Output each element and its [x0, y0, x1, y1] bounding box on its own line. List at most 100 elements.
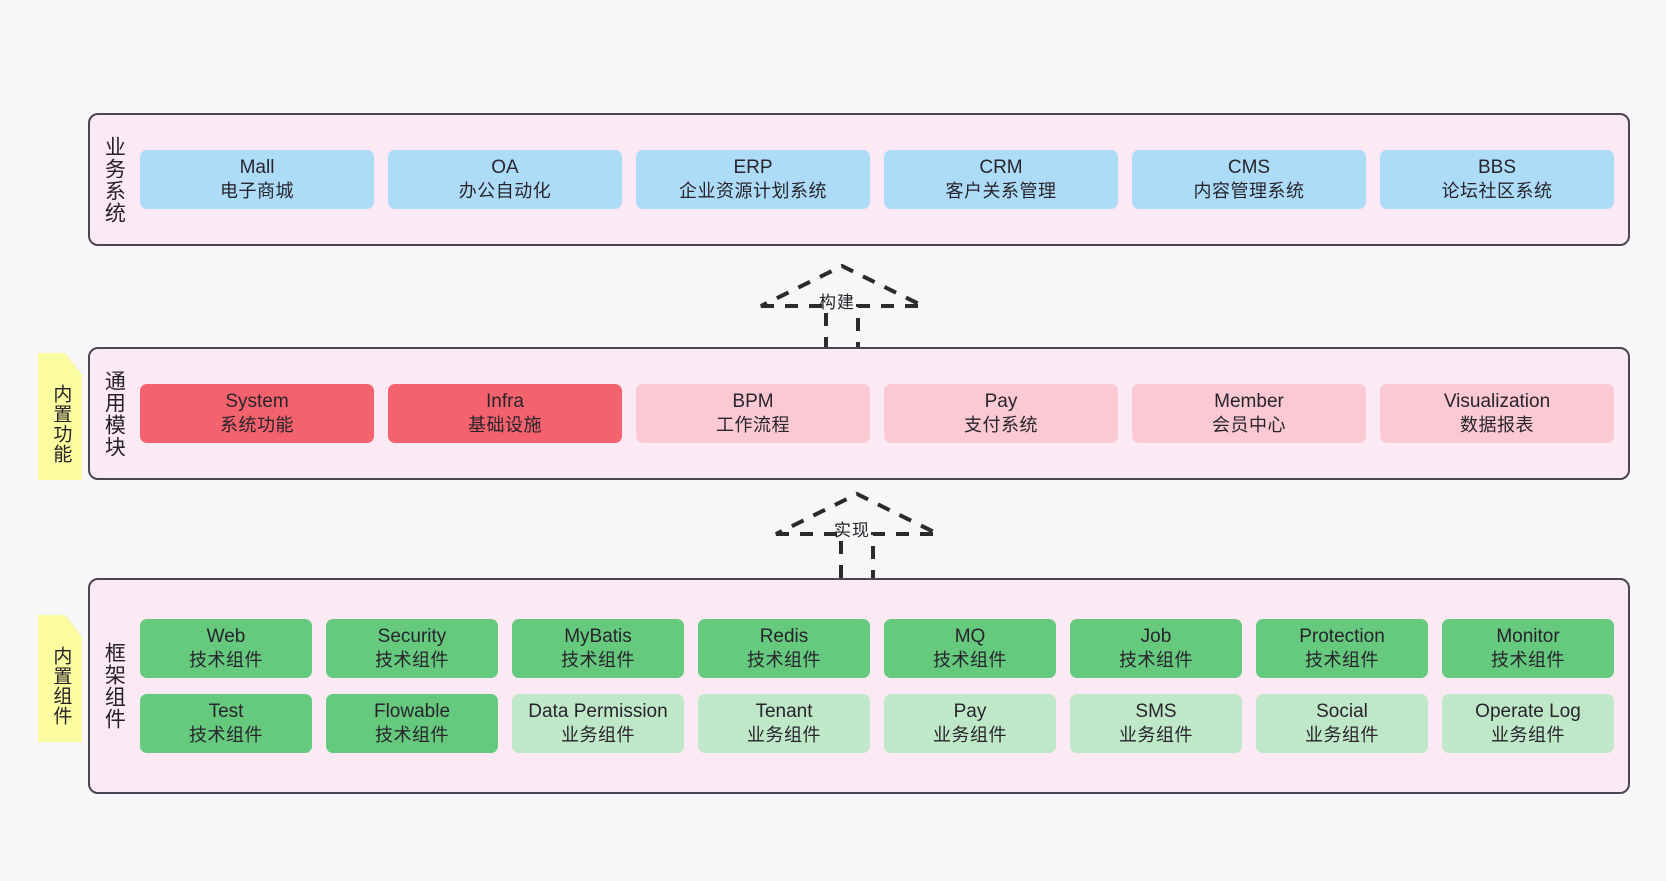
- card-title-en: CRM: [979, 157, 1023, 179]
- card-title-cn: 会员中心: [1212, 415, 1286, 436]
- card-title-cn: 技术组件: [747, 650, 821, 671]
- card-title-en: CMS: [1227, 157, 1271, 179]
- card-title-cn: 技术组件: [375, 724, 449, 745]
- card-title-en: Web: [206, 626, 246, 648]
- card-infra[interactable]: Infra 基础设施: [388, 384, 622, 443]
- layer-body-framework-component: Web 技术组件 Security 技术组件 MyBatis 技术组件 Redi…: [136, 580, 1628, 792]
- card-oa[interactable]: OA 办公自动化: [388, 150, 622, 209]
- card-pay[interactable]: Pay 支付系统: [884, 384, 1118, 443]
- card-title-en: Job: [1140, 626, 1172, 648]
- layer-body-business-system: Mall 电子商城 OA 办公自动化 ERP 企业资源计划系统 CRM 客户关系…: [136, 115, 1628, 244]
- card-member[interactable]: Member 会员中心: [1132, 384, 1366, 443]
- card-job[interactable]: Job 技术组件: [1070, 619, 1242, 678]
- card-title-cn: 办公自动化: [458, 181, 552, 202]
- card-security[interactable]: Security 技术组件: [326, 619, 498, 678]
- card-title-en: OA: [491, 157, 519, 179]
- card-monitor[interactable]: Monitor 技术组件: [1442, 619, 1614, 678]
- card-social[interactable]: Social 业务组件: [1256, 694, 1428, 753]
- card-title-cn: 工作流程: [716, 415, 790, 436]
- card-mybatis[interactable]: MyBatis 技术组件: [512, 619, 684, 678]
- card-title-cn: 技术组件: [1119, 650, 1193, 671]
- card-title-en: Protection: [1299, 626, 1385, 648]
- card-row: Test 技术组件 Flowable 技术组件 Data Permission …: [140, 694, 1614, 753]
- dashed-hollow-arrow-up-icon: [760, 263, 924, 356]
- card-title-en: Tenant: [755, 701, 813, 722]
- card-title-en: MyBatis: [564, 626, 632, 648]
- card-visualization[interactable]: Visualization 数据报表: [1380, 384, 1614, 443]
- note-fold-corner-icon: [65, 353, 82, 375]
- card-title-cn: 技术组件: [189, 650, 263, 671]
- card-erp[interactable]: ERP 企业资源计划系统: [636, 150, 870, 209]
- card-title-en: SMS: [1135, 701, 1177, 722]
- card-redis[interactable]: Redis 技术组件: [698, 619, 870, 678]
- card-test[interactable]: Test 技术组件: [140, 694, 312, 753]
- card-title-cn: 业务组件: [747, 724, 821, 745]
- card-title-en: BPM: [732, 391, 774, 413]
- card-title-cn: 技术组件: [189, 724, 263, 745]
- card-mq[interactable]: MQ 技术组件: [884, 619, 1056, 678]
- card-title-cn: 业务组件: [1119, 724, 1193, 745]
- card-title-en: Test: [208, 701, 244, 722]
- connector-build: 构建: [757, 262, 927, 358]
- card-operate-log[interactable]: Operate Log 业务组件: [1442, 694, 1614, 753]
- card-bpm[interactable]: BPM 工作流程: [636, 384, 870, 443]
- card-mall[interactable]: Mall 电子商城: [140, 150, 374, 209]
- card-title-en: BBS: [1477, 157, 1517, 179]
- layer-common-module: 通用模块 System 系统功能 Infra 基础设施 BPM 工作流程 Pay…: [88, 347, 1630, 480]
- card-web[interactable]: Web 技术组件: [140, 619, 312, 678]
- card-row: System 系统功能 Infra 基础设施 BPM 工作流程 Pay 支付系统…: [140, 384, 1614, 443]
- card-title-en: Infra: [485, 391, 525, 413]
- card-title-cn: 技术组件: [561, 650, 635, 671]
- card-bbs[interactable]: BBS 论坛社区系统: [1380, 150, 1614, 209]
- card-title-cn: 业务组件: [561, 724, 635, 745]
- card-title-en: System: [225, 391, 289, 413]
- card-data-permission[interactable]: Data Permission 业务组件: [512, 694, 684, 753]
- note-label: 内置组件: [50, 645, 72, 726]
- card-title-cn: 业务组件: [933, 724, 1007, 745]
- card-title-en: Monitor: [1496, 626, 1560, 648]
- layer-framework-component: 框架组件 Web 技术组件 Security 技术组件 MyBatis 技术组件…: [88, 578, 1630, 794]
- card-title-en: Flowable: [373, 701, 451, 722]
- card-flowable[interactable]: Flowable 技术组件: [326, 694, 498, 753]
- card-system[interactable]: System 系统功能: [140, 384, 374, 443]
- card-title-cn: 支付系统: [964, 415, 1038, 436]
- card-title-en: Operate Log: [1475, 701, 1581, 722]
- card-title-en: MQ: [954, 626, 986, 648]
- connector-build-label: 构建: [819, 293, 855, 312]
- card-title-cn: 数据报表: [1460, 415, 1534, 436]
- card-sms[interactable]: SMS 业务组件: [1070, 694, 1242, 753]
- card-title-en: Security: [377, 626, 447, 648]
- card-title-cn: 论坛社区系统: [1441, 181, 1553, 202]
- connector-implement-label: 实现: [834, 521, 870, 540]
- card-title-cn: 技术组件: [375, 650, 449, 671]
- note-builtin-component: 内置组件: [38, 615, 82, 742]
- card-tenant[interactable]: Tenant 业务组件: [698, 694, 870, 753]
- card-row: Mall 电子商城 OA 办公自动化 ERP 企业资源计划系统 CRM 客户关系…: [140, 150, 1614, 209]
- card-row: Web 技术组件 Security 技术组件 MyBatis 技术组件 Redi…: [140, 619, 1614, 678]
- layer-title-business-system: 业务系统: [102, 135, 126, 224]
- card-title-en: Social: [1316, 701, 1368, 722]
- card-title-cn: 客户关系管理: [945, 181, 1057, 202]
- card-title-en: Mall: [239, 157, 275, 179]
- card-title-en: ERP: [733, 157, 773, 179]
- card-title-cn: 企业资源计划系统: [679, 181, 827, 202]
- card-title-en: Member: [1214, 391, 1284, 413]
- card-crm[interactable]: CRM 客户关系管理: [884, 150, 1118, 209]
- layer-body-common-module: System 系统功能 Infra 基础设施 BPM 工作流程 Pay 支付系统…: [136, 349, 1628, 478]
- card-pay-business[interactable]: Pay 业务组件: [884, 694, 1056, 753]
- layer-title-common-module: 通用模块: [102, 369, 126, 458]
- card-title-en: Pay: [984, 391, 1018, 413]
- card-cms[interactable]: CMS 内容管理系统: [1132, 150, 1366, 209]
- card-title-cn: 技术组件: [1305, 650, 1379, 671]
- card-title-cn: 基础设施: [468, 415, 542, 436]
- card-title-cn: 业务组件: [1305, 724, 1379, 745]
- connector-implement: 实现: [772, 490, 942, 586]
- card-protection[interactable]: Protection 技术组件: [1256, 619, 1428, 678]
- dashed-hollow-arrow-up-icon: [775, 491, 939, 584]
- card-title-cn: 电子商城: [220, 181, 294, 202]
- note-builtin-function: 内置功能: [38, 353, 82, 480]
- card-title-en: Visualization: [1443, 391, 1551, 413]
- card-title-cn: 内容管理系统: [1193, 181, 1305, 202]
- card-title-cn: 系统功能: [220, 415, 294, 436]
